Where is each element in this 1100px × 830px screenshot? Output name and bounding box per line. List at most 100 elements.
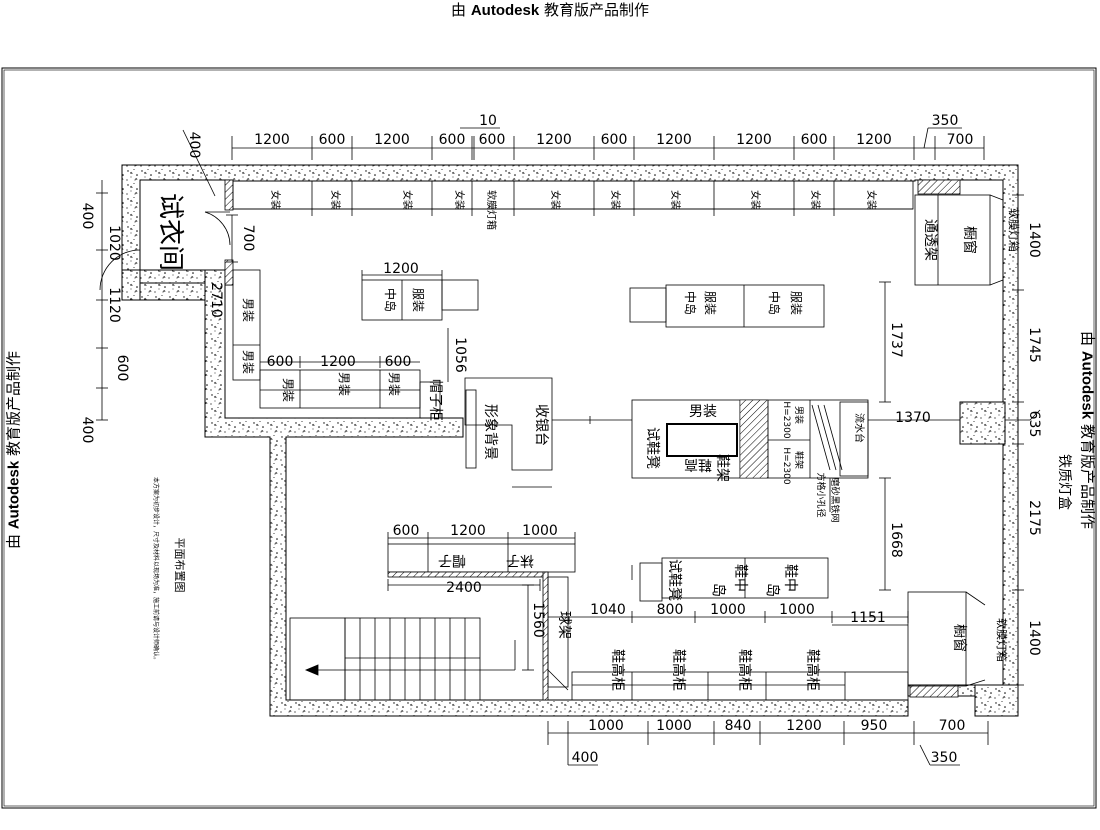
- island-left-label-b: 中岛: [383, 288, 398, 312]
- womens-label-7: 女装: [669, 190, 682, 210]
- dim-left-2: 1020: [106, 225, 122, 261]
- bottom-upper-dim-1: 1040: [590, 602, 626, 618]
- dim-door-700: 700: [240, 225, 256, 252]
- hat-label: 帽子: [438, 552, 466, 568]
- note-grid: 方格小孔径: [815, 472, 827, 517]
- mens-row-label-3: 男装: [387, 372, 401, 396]
- iron-light-label: 铁质灯盒: [1056, 454, 1073, 510]
- bottom-upper-dim-2: 800: [657, 602, 684, 618]
- bottom-dimension-line: [547, 721, 989, 766]
- dim-top-offset: 10: [479, 113, 497, 129]
- dim-1151: 1151: [850, 610, 886, 626]
- dim-right-5: 1400: [1026, 620, 1042, 656]
- sock-label: 袜子: [506, 552, 534, 568]
- mens-row-dim-3: 600: [385, 354, 412, 370]
- display-windows: [907, 180, 1041, 690]
- clothing-island-left: [361, 270, 479, 321]
- bottom-upper-dim-4: 1000: [779, 602, 815, 618]
- walls: [121, 164, 1019, 717]
- hat-sock-cabinets: [387, 532, 576, 701]
- dim-top-700: 700: [947, 132, 974, 148]
- high-shoe-cabinets: [547, 611, 909, 701]
- hat-cabinet-label: 帽子柜: [427, 379, 443, 421]
- bottom-lower-dim-4: 1200: [786, 718, 822, 734]
- womens-label-3: 女装: [401, 190, 414, 210]
- note-mesh: 磨砂黑铁网: [829, 477, 841, 522]
- bottom-lower-dim-3: 840: [725, 718, 752, 734]
- hat-sock-dim-3: 1000: [522, 523, 558, 539]
- dim-right-1: 1400: [1026, 222, 1042, 258]
- womens-label-2: 女装: [329, 190, 342, 210]
- womens-label-5: 女装: [549, 190, 562, 210]
- rack-label: 鞋架: [714, 454, 730, 482]
- dim-2710: 2710: [208, 282, 224, 318]
- window-label-top: 橱窗: [961, 226, 978, 254]
- clothing-island-right: [629, 284, 825, 328]
- try-bench-label: 试鞋凳: [644, 427, 660, 469]
- womens-label-6: 女装: [609, 190, 622, 210]
- mens-col-label-2: 男装: [241, 350, 255, 374]
- island-right-label-1b: 中岛: [683, 291, 698, 315]
- mens-col-label-1: 男装: [241, 298, 255, 322]
- mens-cabinets: [232, 269, 449, 419]
- high-shoe-cabinet-4: 鞋高柜: [804, 649, 821, 691]
- high-shoe-label: 鞋高: [684, 456, 712, 473]
- staircase: [289, 617, 516, 701]
- shoe-island-b-top: 鞋中: [782, 564, 798, 592]
- plan-title: 平面布置图: [173, 538, 186, 593]
- dim-left-5: 400: [79, 417, 95, 444]
- image-wall-label: 形象背景: [482, 404, 498, 460]
- dim-1056: 1056: [452, 337, 468, 373]
- dim-top-9: 1200: [736, 132, 772, 148]
- dim-top-11: 1200: [856, 132, 892, 148]
- womens-label-9: 女装: [809, 190, 822, 210]
- shoe-island-a-bottom: 岛: [710, 583, 726, 597]
- cashier-area: [464, 377, 632, 488]
- shoe-island-b-bottom: 岛: [764, 583, 780, 597]
- mens-shoes-label: 男装: [689, 404, 717, 420]
- island-left-label-a: 服装: [411, 288, 425, 312]
- dim-1560: 1560: [530, 602, 546, 638]
- dim-left-1: 400: [79, 203, 95, 230]
- island-right-label-2a: 服装: [789, 291, 803, 315]
- bottom-upper-dim-3: 1000: [710, 602, 746, 618]
- island-right-label-2b: 中岛: [767, 291, 782, 315]
- dim-top-1: 1200: [254, 132, 290, 148]
- bottom-lower-dim-1: 1000: [588, 718, 624, 734]
- dim-top-4: 600: [439, 132, 466, 148]
- bottom-lower-dim-6: 700: [939, 718, 966, 734]
- mens-row-label-1: 男装: [281, 378, 295, 402]
- ball-rack-label: 球架: [556, 611, 572, 639]
- high-shoe-cabinet-2: 鞋高柜: [670, 649, 687, 691]
- womens-label-8: 女装: [749, 190, 762, 210]
- dim-1668: 1668: [888, 522, 904, 558]
- bottom-lower-dim-2: 1000: [656, 718, 692, 734]
- shoe-island-a-top: 鞋中: [732, 564, 748, 592]
- fitting-room: [96, 180, 238, 421]
- watermark-top: 由 Autodesk 教育版产品制作: [451, 1, 649, 19]
- dim-top-2: 600: [319, 132, 346, 148]
- mens-row-label-2: 男装: [337, 372, 351, 396]
- shelf-1-height: H=2300: [781, 401, 791, 438]
- shoe-try-bench: 试鞋凳: [666, 559, 682, 601]
- lightbox-label-top: 软膜灯箱: [485, 190, 498, 230]
- dim-1370: 1370: [895, 410, 931, 426]
- mens-row-dim-1: 600: [267, 354, 294, 370]
- dim-top-350: 350: [932, 113, 959, 129]
- dim-top-8: 1200: [656, 132, 692, 148]
- dim-top-6: 1200: [536, 132, 572, 148]
- dim-right-4: 2175: [1026, 500, 1042, 536]
- dim-top-3: 1200: [374, 132, 410, 148]
- shoe-center-island: [631, 281, 960, 591]
- fitting-room-label: 试衣间: [155, 193, 185, 271]
- dim-right-2: 1745: [1026, 327, 1042, 363]
- water-bar-label: 流水台: [853, 413, 866, 443]
- mens-row-dim-2: 1200: [320, 354, 356, 370]
- dim-right-3: 635: [1026, 411, 1042, 438]
- womens-label-1: 女装: [269, 190, 282, 210]
- plan-note: 本方案为初步设计，尺寸及材料以现场为准，施工前请与设计师确认。: [152, 477, 160, 663]
- womens-wall-cabinets: [232, 180, 914, 216]
- high-shoe-cabinet-1: 鞋高柜: [609, 649, 626, 691]
